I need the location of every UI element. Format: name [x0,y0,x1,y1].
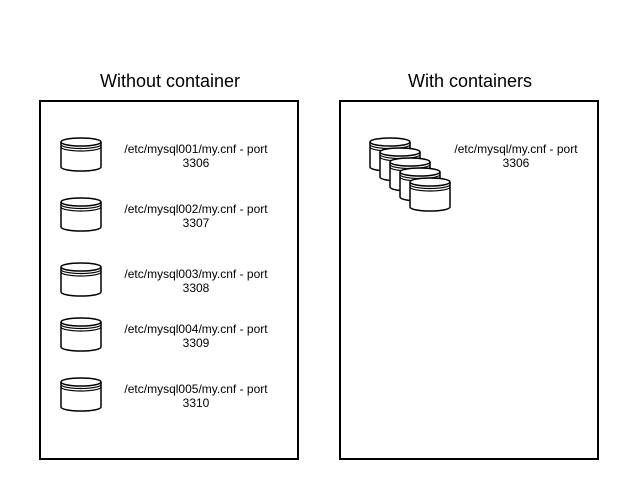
database-icon [60,197,102,232]
instance-port: 3306 [182,156,210,170]
instance-label-mysql005: /etc/mysql005/my.cnf - port 3310 [121,382,271,410]
database-stack-icon [369,137,451,212]
without-container-title: Without container [99,71,241,91]
instance-path: /etc/mysql005/my.cnf - port [124,382,268,396]
instance-port: 3306 [502,156,530,170]
instance-port: 3308 [182,281,210,295]
instance-label-container: /etc/mysql/my.cnf - port 3306 [441,142,591,170]
database-icon [60,377,102,412]
instance-port: 3307 [182,216,210,230]
instance-label-mysql004: /etc/mysql004/my.cnf - port 3309 [121,322,271,350]
without-container-panel: /etc/mysql001/my.cnf - port 3306 /etc/my… [39,100,299,460]
instance-label-mysql003: /etc/mysql003/my.cnf - port 3308 [121,267,271,295]
instance-path: /etc/mysql003/my.cnf - port [124,267,268,281]
instance-path: /etc/mysql/my.cnf - port [454,142,578,156]
instance-port: 3310 [182,396,210,410]
with-containers-panel: /etc/mysql/my.cnf - port 3306 [339,100,599,460]
instance-path: /etc/mysql004/my.cnf - port [124,322,268,336]
with-containers-title: With containers [407,71,533,91]
database-icon [60,317,102,352]
instance-port: 3309 [182,336,210,350]
database-icon [60,137,102,172]
database-icon [60,262,102,297]
instance-label-mysql002: /etc/mysql002/my.cnf - port 3307 [121,202,271,230]
instance-path: /etc/mysql002/my.cnf - port [124,202,268,216]
instance-label-mysql001: /etc/mysql001/my.cnf - port 3306 [121,142,271,170]
instance-path: /etc/mysql001/my.cnf - port [124,142,268,156]
